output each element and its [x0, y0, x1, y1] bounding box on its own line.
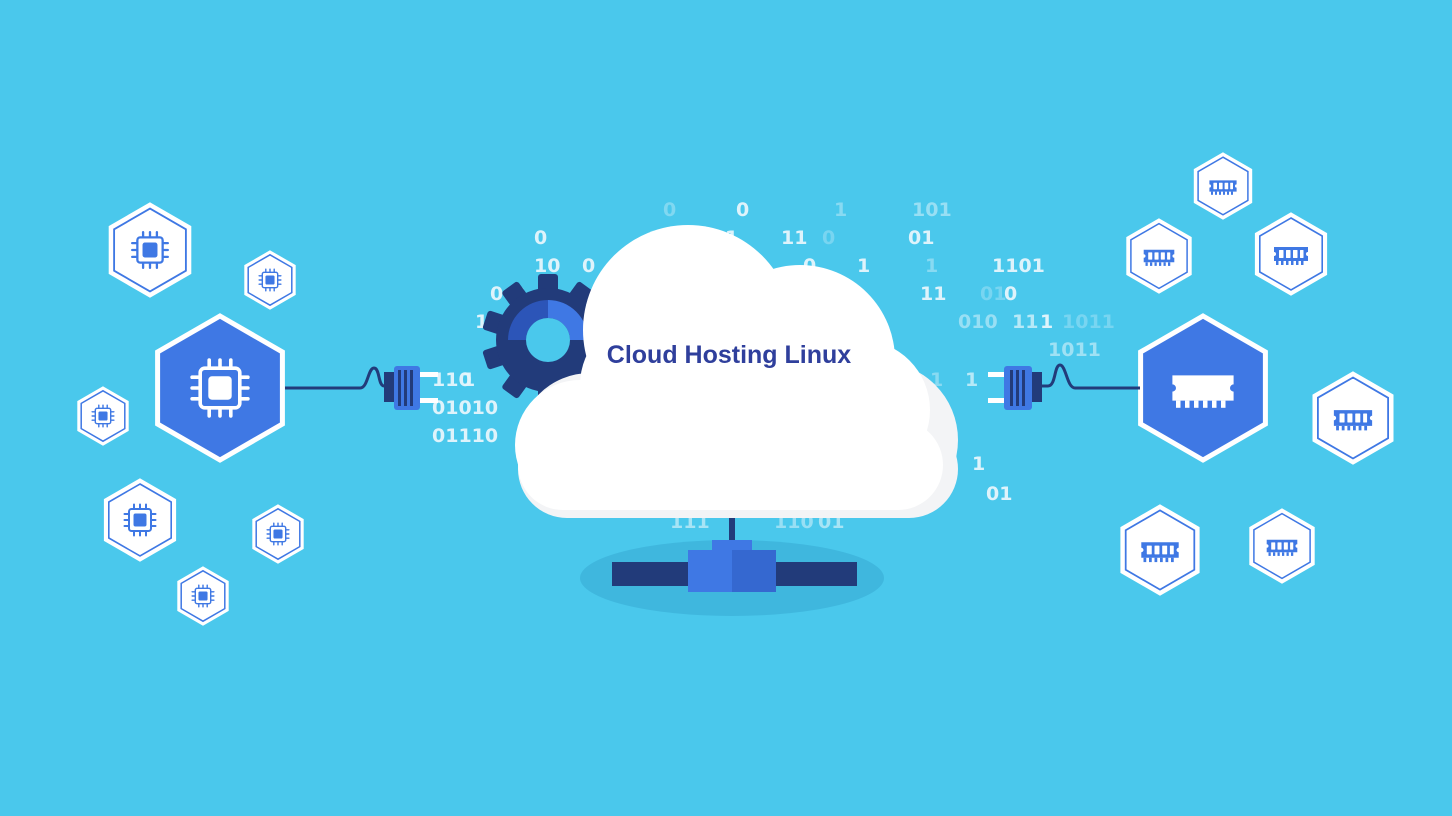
- binary-digit-2: 1: [834, 199, 847, 221]
- binary-digit-3: 101: [912, 199, 952, 221]
- binary-digit-16: 1101: [992, 255, 1045, 277]
- binary-digit-31: 1: [965, 369, 978, 391]
- cpu-chip-icon: [131, 231, 169, 269]
- binary-digit-26: 1011: [1062, 311, 1115, 333]
- cpu-hexagon-cluster: [77, 202, 304, 626]
- binary-digit-9: 01: [908, 227, 934, 249]
- left-plug-icon: [285, 366, 438, 410]
- ram-hexagon-0: [1193, 152, 1253, 220]
- cpu-hexagon-3: [77, 386, 129, 446]
- binary-digit-0: 0: [663, 199, 676, 221]
- binary-digit-28: 110: [432, 369, 472, 391]
- binary-digit-4: 0: [534, 227, 547, 249]
- binary-digit-23: 010: [958, 311, 998, 333]
- cpu-hexagon-5: [252, 504, 304, 564]
- right-plug-icon: [988, 363, 1140, 410]
- server-base-icon: [580, 510, 884, 616]
- ram-hexagon-2: [1254, 212, 1328, 296]
- binary-digit-21: 0: [1004, 283, 1017, 305]
- binary-digit-35: 01: [986, 483, 1012, 505]
- cpu-hexagon-0: [108, 202, 192, 298]
- ram-hexagon-5: [1120, 504, 1200, 596]
- cpu-hexagon-4: [103, 478, 177, 562]
- cpu-chip-icon: [266, 522, 290, 546]
- cpu-hexagon-1: [244, 250, 296, 310]
- binary-digit-29: 1: [462, 369, 475, 391]
- binary-digit-8: 0: [822, 227, 835, 249]
- cpu-chip-icon: [123, 503, 157, 537]
- cpu-hexagon-6: [177, 566, 229, 626]
- binary-digit-7: 11: [781, 227, 807, 249]
- ram-hexagon-6: [1249, 508, 1315, 584]
- binary-digit-27: 1011: [1048, 339, 1101, 361]
- cpu-chip-icon: [191, 584, 215, 608]
- ram-hexagon-4: [1312, 371, 1394, 465]
- binary-digit-10: 10: [534, 255, 560, 277]
- binary-digit-25: 1: [1040, 311, 1053, 333]
- cpu-chip-icon: [258, 268, 282, 292]
- cloud-icon: Cloud Hosting Linux: [515, 225, 958, 518]
- binary-digit-1: 0: [736, 199, 749, 221]
- binary-digit-32: 01010: [432, 397, 498, 419]
- binary-digit-33: 01110: [432, 425, 498, 447]
- binary-digit-11: 0: [582, 255, 595, 277]
- ram-hexagon-cluster: [1120, 152, 1394, 596]
- cpu-hexagon-2: [155, 313, 285, 463]
- binary-digit-15: 1: [925, 255, 938, 277]
- ram-hexagon-1: [1126, 218, 1192, 294]
- ram-hexagon-3: [1138, 313, 1268, 463]
- binary-digit-24: 11: [1012, 311, 1038, 333]
- banner-title: Cloud Hosting Linux: [607, 341, 852, 369]
- cpu-chip-icon: [91, 404, 115, 428]
- binary-digit-34: 1: [972, 453, 985, 475]
- binary-digit-17: 0: [490, 283, 503, 305]
- cpu-chip-icon: [190, 358, 250, 418]
- binary-digit-20: 01: [980, 283, 1006, 305]
- binary-digit-19: 11: [920, 283, 946, 305]
- binary-digit-14: 1: [857, 255, 870, 277]
